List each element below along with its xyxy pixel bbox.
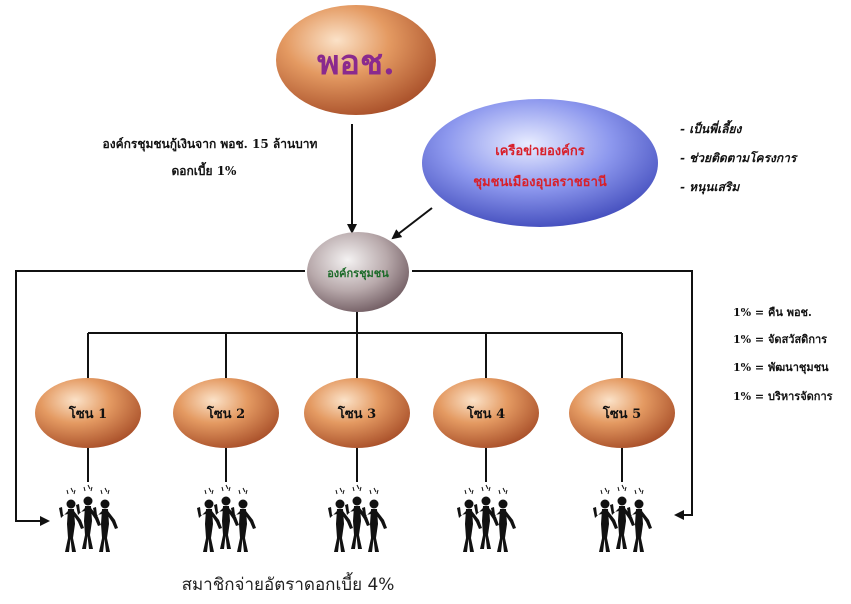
connector-lines (15, 124, 693, 526)
network-label-line1: เครือข่ายองค์กร (495, 143, 584, 159)
network-role-2: - ช่วยติดตามโครงการ (680, 150, 799, 165)
member-group-icon-2 (197, 485, 256, 552)
zone-label-4: โซน 4 (466, 405, 505, 422)
zone-node-4: โซน 4 (433, 378, 539, 448)
interest-split: 1% = คืน พอช. 1% = จัดสวัสดิการ 1% = พัฒ… (733, 306, 833, 403)
network-node: เครือข่ายองค์กร ชุมชนเมืองอุบลราชธานี (422, 99, 658, 227)
zone-label-3: โซน 3 (337, 405, 376, 422)
zone-node-2: โซน 2 (173, 378, 279, 448)
member-group-icon-1 (59, 485, 118, 552)
member-group-icon-3 (328, 485, 387, 552)
arrow-network-to-center (391, 207, 433, 240)
poc-node: พอช. (276, 5, 436, 115)
zone-label-5: โซน 5 (602, 405, 641, 422)
members-interest-caption: สมาชิกจ่ายอัตราดอกเบี้ย 4% (182, 572, 395, 595)
loan-note: องค์กรชุมชนกู้เงินจาก พอช. 15 ล้านบาท ดอ… (103, 137, 318, 178)
network-roles: - เป็นพี่เลี้ยง - ช่วยติดตามโครงการ - หน… (680, 120, 799, 195)
zone-label-2: โซน 2 (206, 405, 245, 422)
member-group-icon-4 (457, 485, 516, 552)
interest-split-2: 1% = จัดสวัสดิการ (733, 333, 827, 346)
left-feedback-line (15, 270, 305, 526)
interest-split-1: 1% = คืน พอช. (733, 306, 812, 319)
loan-note-line1: องค์กรชุมชนกู้เงินจาก พอช. 15 ล้านบาท (103, 137, 318, 152)
network-role-1: - เป็นพี่เลี้ยง (680, 120, 742, 136)
poc-label: พอช. (317, 43, 395, 83)
network-label-line2: ชุมชนเมืองอุบลราชธานี (473, 174, 607, 190)
network-role-3: - หนุนเสริม (680, 180, 740, 195)
zone-node-1: โซน 1 (35, 378, 141, 448)
loan-note-line2: ดอกเบี้ย 1% (172, 161, 238, 178)
community-org-node: องค์กรชุมชน (307, 232, 409, 312)
interest-split-4: 1% = บริหารจัดการ (733, 390, 833, 403)
interest-split-3: 1% = พัฒนาชุมชน (733, 361, 829, 375)
right-feedback-line (412, 270, 693, 520)
zone-node-3: โซน 3 (304, 378, 410, 448)
zone-node-5: โซน 5 (569, 378, 675, 448)
member-group-icon-5 (593, 485, 652, 552)
zone-label-1: โซน 1 (68, 405, 107, 422)
community-org-label: องค์กรชุมชน (327, 267, 389, 281)
